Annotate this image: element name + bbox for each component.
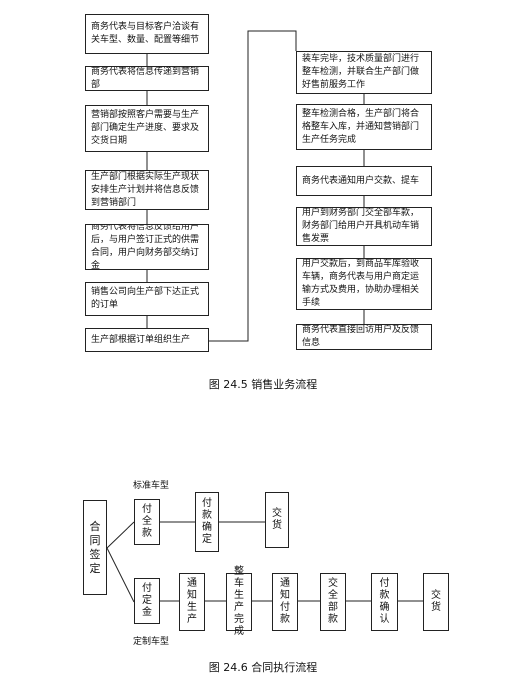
flow-step-text: 用户到财务部门交全部车款，财务部门给用户开具机动车销售发票 [302,208,420,244]
branch-line-standard [106,521,135,549]
flow-step-right-3: 商务代表通知用户交款、提车 [296,166,432,196]
standard-model-label: 标准车型 [133,481,170,491]
flow-step-left-3: 营销部按照客户需要与生产部门确定生产进度、要求及交货日期 [85,105,209,152]
flow-step-right-1: 装车完毕，技术质量部门进行整车检测，并联合生产部门做好售前服务工作 [296,51,432,94]
custom-model-label: 定制车型 [133,637,170,647]
flow-step-right-2: 整车检测合格，生产部门将合格整车入库，并通知营销部门生产任务完成 [296,104,432,150]
custom-step-2: 通知生产 [179,573,205,631]
flow-step-text: 商务代表通知用户交款、提车 [302,175,420,186]
standard-step-2: 付款确定 [195,492,219,552]
flow-bridge-line [207,30,297,342]
flow-step-left-1: 商务代表与目标客户洽谈有关车型、数量、配置等细节 [85,14,209,54]
custom-step-3: 整车生产完成 [226,566,252,637]
flow-step-text: 商务代表将信息反馈给用户后，与用户签订正式的供需合同，用户向财务部交纳订金 [91,224,200,270]
figure-caption-24-6: 图 24.6 合同执行流程 [208,661,318,674]
flow-step-text: 商务代表将信息传递到营销部 [91,66,200,90]
flow-step-left-2: 商务代表将信息传递到营销部 [85,66,209,91]
flow-step-left-4: 生产部门根据实际生产现状安排生产计划并将信息反馈到营销部门 [85,170,209,210]
flow-step-text: 营销部按照客户需要与生产部门确定生产进度、要求及交货日期 [91,110,200,146]
flow-step-text: 商务代表与目标客户洽谈有关车型、数量、配置等细节 [91,22,200,45]
custom-step-4: 通知付款 [272,573,298,631]
flow-step-left-5: 商务代表将信息反馈给用户后，与用户签订正式的供需合同，用户向财务部交纳订金 [85,224,209,270]
flow-step-text: 商务代表直接回访用户及反馈信息 [302,325,420,348]
flow-step-right-6: 商务代表直接回访用户及反馈信息 [296,324,432,350]
standard-step-1: 付全款 [134,499,160,545]
contract-root-node: 合同签定 [83,500,107,595]
flow-step-right-4: 用户到财务部门交全部车款，财务部门给用户开具机动车销售发票 [296,207,432,246]
custom-step-5: 交全部款 [320,573,346,631]
custom-step-7: 交货 [423,573,449,631]
flow-step-text: 整车检测合格，生产部门将合格整车入库，并通知营销部门生产任务完成 [302,108,420,145]
flow-step-text: 生产部门根据实际生产现状安排生产计划并将信息反馈到营销部门 [91,171,200,208]
flow-step-text: 装车完毕，技术质量部门进行整车检测，并联合生产部门做好售前服务工作 [302,54,420,90]
flow-step-left-7: 生产部根据订单组织生产 [85,328,209,352]
flow-step-right-5: 用户交款后，到商品车库验收车辆，商务代表与用户商定运输方式及费用，协助办理相关手… [296,258,432,310]
custom-step-6: 付款确认 [371,573,398,631]
flow-step-text: 销售公司向生产部下达正式的订单 [91,287,200,310]
flow-step-text: 生产部根据订单组织生产 [91,334,191,345]
figure-caption-24-5: 图 24.5 销售业务流程 [208,378,318,391]
flow-step-text: 用户交款后，到商品车库验收车辆，商务代表与用户商定运输方式及费用，协助办理相关手… [302,259,420,308]
branch-line-custom [106,547,135,603]
custom-step-1: 付定金 [134,578,160,624]
standard-step-3: 交货 [265,492,289,548]
flow-step-left-6: 销售公司向生产部下达正式的订单 [85,282,209,316]
